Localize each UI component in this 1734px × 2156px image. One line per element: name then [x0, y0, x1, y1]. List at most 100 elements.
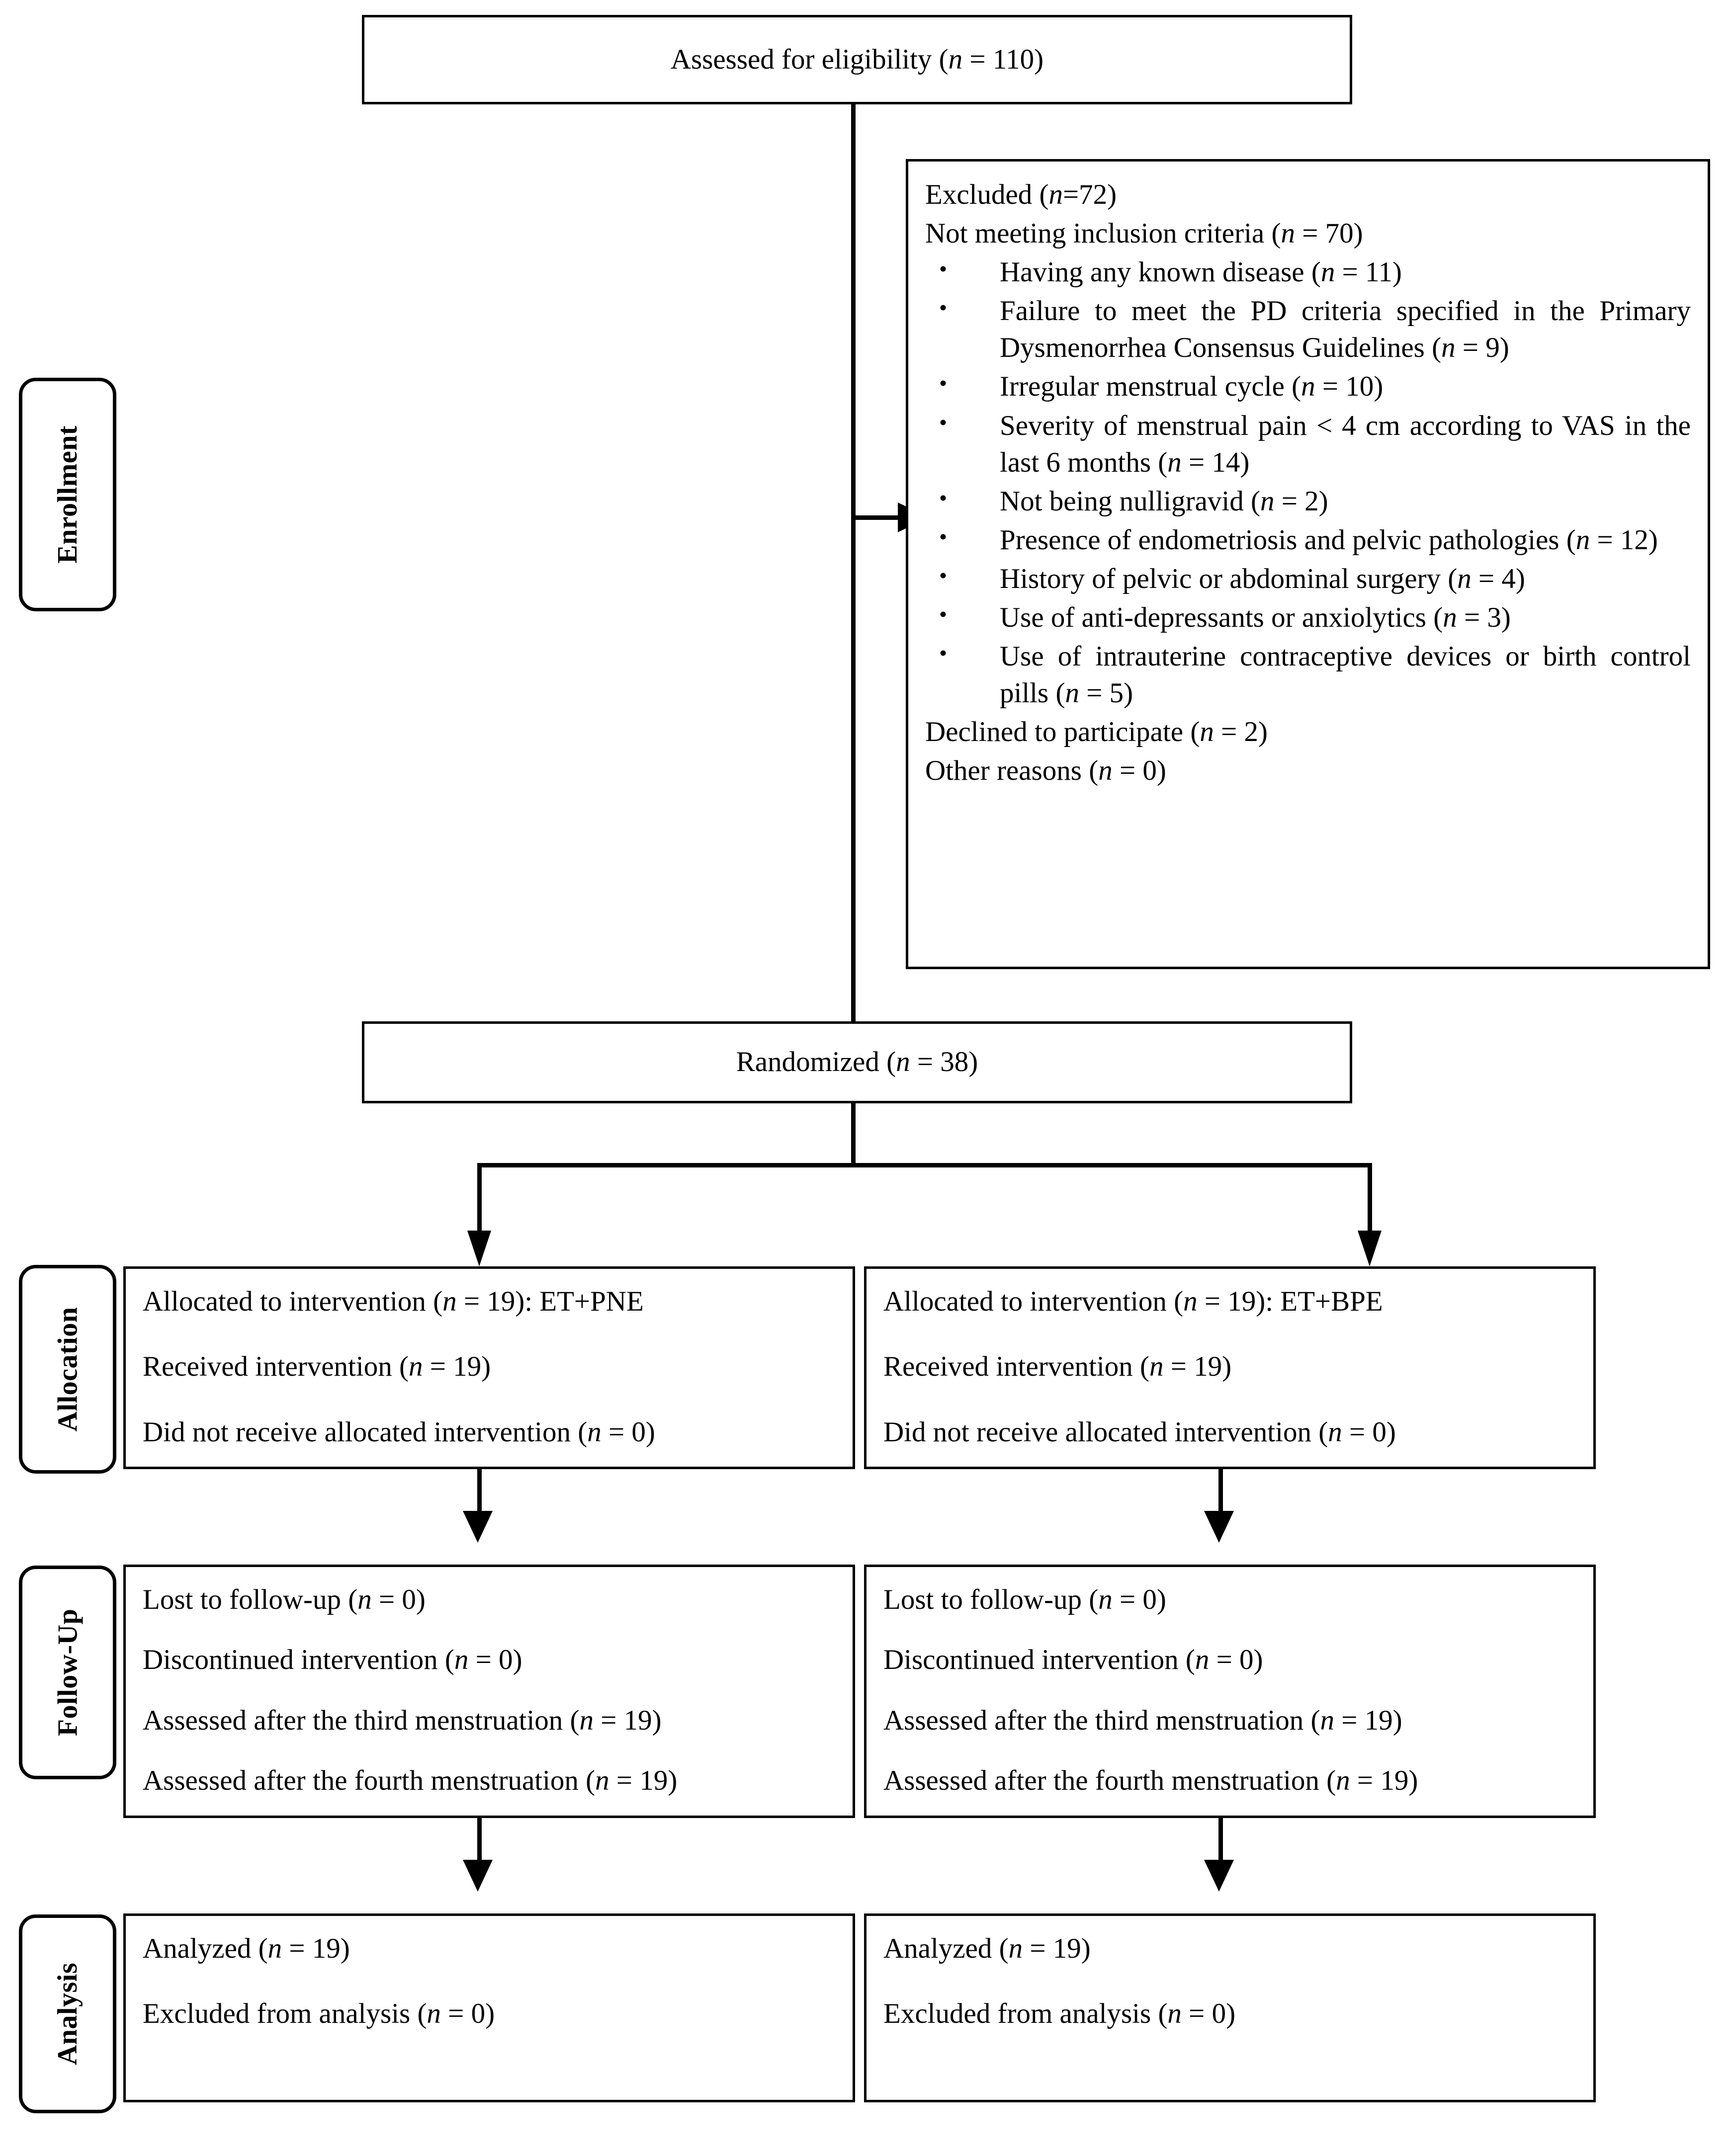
reason-n-value: = 3) [1457, 602, 1511, 634]
box-analysis-right: Analyzed (n = 19) Excluded from analysis… [864, 1913, 1596, 2102]
stage-label-analysis: Analysis [19, 1914, 116, 2113]
line-n-symbol: n [1336, 1764, 1350, 1796]
reason-n-value: = 4) [1471, 563, 1525, 594]
connector-to-excluded [851, 515, 910, 520]
declined-label: Declined to participate ( [925, 716, 1200, 748]
line-n-value: = 0) [1209, 1644, 1263, 1676]
connector-alloc-to-followup-right [1218, 1469, 1223, 1524]
excluded-other-reasons: Other reasons (n = 0) [925, 752, 1691, 789]
excluded-reason-list: Having any known disease (n = 11) Failur… [925, 254, 1691, 712]
stage-label-followup: Follow-Up [19, 1566, 116, 1779]
line-n-value: = 19): ET+BPE [1197, 1286, 1383, 1317]
excluded-heading-label: Excluded ( [925, 179, 1049, 210]
allocation-right-line-1: Allocated to intervention (n = 19): ET+B… [883, 1284, 1576, 1319]
connector-alloc-to-followup-left [477, 1469, 482, 1524]
reason-n-value: = 12) [1590, 524, 1658, 556]
line-n-value: = 19) [282, 1933, 350, 1964]
list-item: Use of anti-depressants or anxiolytics (… [925, 599, 1691, 636]
arrowhead-followup-right [1204, 1511, 1234, 1543]
assessed-for-eligibility-text: Assessed for eligibility (n = 110) [671, 41, 1043, 78]
line-n-value: = 19) [594, 1704, 662, 1736]
line-n-value: = 0) [468, 1644, 522, 1676]
box-assessed-for-eligibility: Assessed for eligibility (n = 110) [362, 15, 1352, 104]
list-item: Presence of endometriosis and pelvic pat… [925, 522, 1691, 559]
stage-label-enrollment-text: Enrollment [52, 425, 84, 564]
list-item: History of pelvic or abdominal surgery (… [925, 561, 1691, 597]
box-analysis-left: Analyzed (n = 19) Excluded from analysis… [123, 1913, 855, 2102]
arrowhead-analysis-right [1204, 1860, 1234, 1892]
reason-n-value: = 10) [1315, 371, 1384, 403]
line-label: Lost to follow-up ( [143, 1584, 358, 1615]
line-n-value: = 0) [1181, 1998, 1236, 2030]
followup-right-line-1: Lost to follow-up (n = 0) [883, 1582, 1576, 1617]
stage-label-allocation-text: Allocation [52, 1307, 84, 1432]
line-label: Assessed after the fourth menstruation ( [883, 1764, 1336, 1796]
line-n-symbol: n [1195, 1644, 1210, 1676]
line-n-symbol: n [442, 1286, 457, 1317]
not-meeting-n-symbol: n [1281, 218, 1295, 249]
arrowhead-allocation-left [467, 1231, 491, 1266]
stage-label-analysis-text: Analysis [52, 1962, 84, 2066]
connector-split-horizontal [477, 1163, 1372, 1167]
line-label: Did not receive allocated intervention ( [883, 1416, 1328, 1448]
reason-text: Having any known disease ( [1000, 256, 1321, 288]
declined-n-value: = 2) [1214, 716, 1268, 748]
line-label: Did not receive allocated intervention ( [143, 1416, 588, 1448]
reason-n-symbol: n [1441, 332, 1456, 364]
assessed-n-value: = 110) [962, 43, 1044, 75]
line-n-value: = 19) [1163, 1351, 1232, 1383]
allocation-left-line-2: Received intervention (n = 19) [143, 1349, 836, 1384]
reason-n-value: = 2) [1274, 485, 1328, 517]
line-n-symbol: n [427, 1998, 441, 2030]
line-n-value: = 19) [1350, 1764, 1418, 1796]
box-excluded: Excluded (n=72) Not meeting inclusion cr… [906, 159, 1710, 969]
excluded-heading-n-symbol: n [1048, 179, 1063, 210]
other-label: Other reasons ( [925, 755, 1099, 787]
line-label: Analyzed ( [143, 1933, 268, 1964]
line-n-symbol: n [408, 1351, 423, 1383]
line-n-symbol: n [1183, 1286, 1198, 1317]
line-n-symbol: n [587, 1416, 602, 1448]
reason-n-symbol: n [1301, 371, 1315, 403]
line-n-symbol: n [1167, 1998, 1182, 2030]
connector-randomized-stem [851, 1103, 856, 1163]
followup-right-line-3: Assessed after the third menstruation (n… [883, 1703, 1576, 1738]
list-item: Having any known disease (n = 11) [925, 254, 1691, 291]
reason-text: History of pelvic or abdominal surgery ( [1000, 563, 1458, 594]
line-label: Excluded from analysis ( [883, 1998, 1168, 2030]
line-n-value: = 19) [1023, 1933, 1091, 1964]
reason-text: Severity of menstrual pain < 4 cm accord… [1000, 410, 1691, 478]
not-meeting-label: Not meeting inclusion criteria ( [925, 218, 1281, 249]
line-label: Discontinued intervention ( [883, 1644, 1195, 1676]
arrowhead-allocation-right [1358, 1231, 1382, 1266]
list-item: Severity of menstrual pain < 4 cm accord… [925, 408, 1691, 481]
connector-followup-to-analysis-right [1218, 1818, 1223, 1873]
line-n-value: = 19): ET+PNE [456, 1286, 644, 1317]
line-n-symbol: n [1320, 1704, 1335, 1736]
analysis-right-line-1: Analyzed (n = 19) [883, 1931, 1576, 1966]
arrowhead-followup-left [463, 1511, 493, 1543]
line-n-value: = 0) [440, 1998, 495, 2030]
reason-text: Use of intrauterine contraceptive device… [1000, 641, 1691, 709]
randomized-label: Randomized ( [736, 1046, 896, 1078]
line-label: Assessed after the third menstruation ( [883, 1704, 1320, 1736]
followup-left-line-3: Assessed after the third menstruation (n… [143, 1703, 836, 1738]
other-n-symbol: n [1098, 755, 1113, 787]
connector-followup-to-analysis-left [477, 1818, 482, 1873]
not-meeting-n-value: = 70) [1295, 218, 1363, 249]
line-n-symbol: n [1008, 1933, 1023, 1964]
line-label: Allocated to intervention ( [883, 1286, 1184, 1317]
reason-n-symbol: n [1443, 602, 1457, 634]
stage-label-enrollment: Enrollment [19, 378, 116, 611]
connector-split-right [1368, 1163, 1372, 1243]
arrowhead-analysis-left [463, 1860, 493, 1892]
line-label: Lost to follow-up ( [883, 1584, 1099, 1615]
line-label: Assessed after the third menstruation ( [143, 1704, 580, 1736]
declined-n-symbol: n [1200, 716, 1214, 748]
reason-n-value: = 5) [1079, 677, 1133, 709]
reason-n-value: = 9) [1455, 332, 1509, 364]
box-allocation-right: Allocated to intervention (n = 19): ET+B… [864, 1266, 1596, 1469]
line-n-symbol: n [454, 1644, 469, 1676]
reason-n-symbol: n [1167, 446, 1182, 478]
line-n-symbol: n [1098, 1584, 1113, 1615]
